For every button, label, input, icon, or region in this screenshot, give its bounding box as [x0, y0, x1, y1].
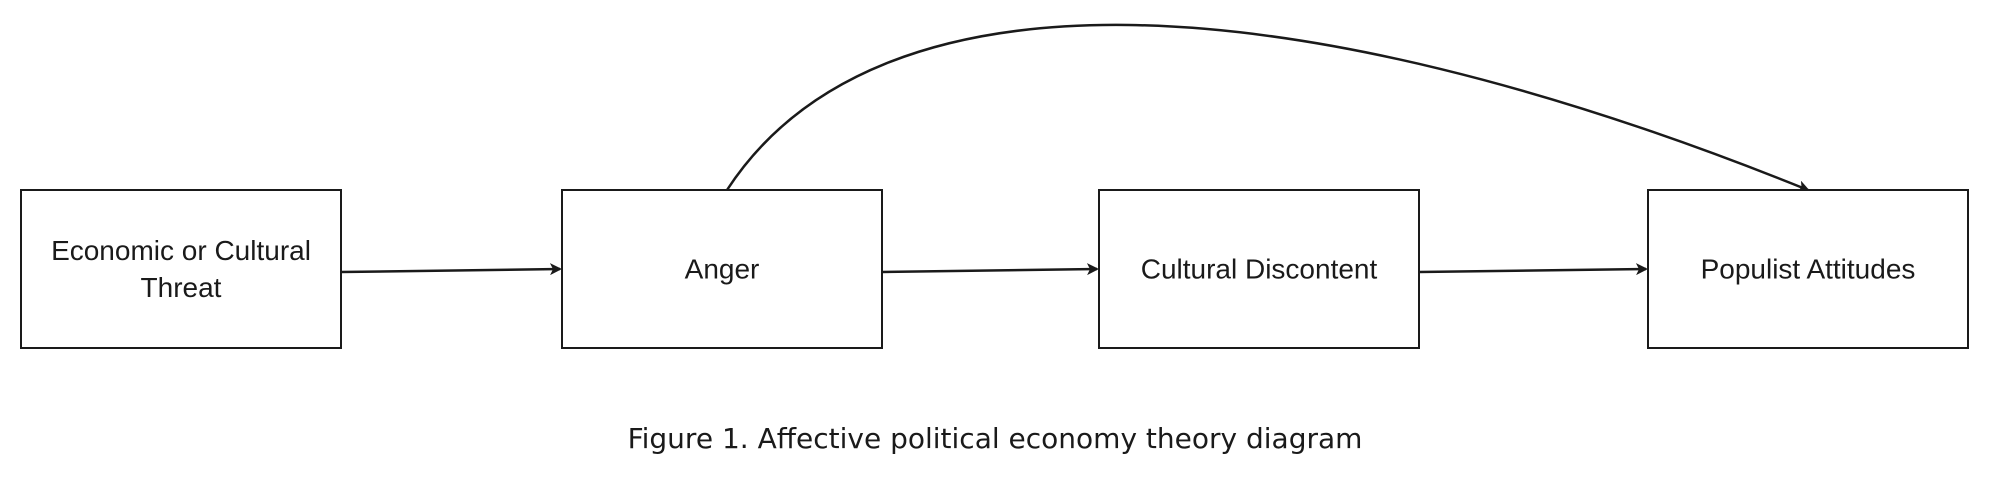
arrow-threat-to-anger: [340, 263, 562, 276]
node-label-threat: Economic or Cultural: [51, 235, 311, 266]
arrow-anger-to-populism: [725, 23, 1810, 192]
node-box-populism: [1647, 189, 1969, 349]
node-box-discontent: [1098, 189, 1420, 349]
figure-caption: Figure 1. Affective political economy th…: [627, 422, 1363, 455]
node-label-anger: Anger: [685, 254, 760, 285]
node-discontent: Cultural Discontent: [1098, 189, 1420, 349]
node-label-threat: Threat: [141, 272, 222, 303]
arrow-anger-to-discontent: [881, 263, 1099, 276]
node-box-threat: [20, 189, 342, 349]
arrow-discontent-to-populism: [1418, 263, 1648, 276]
node-populism: Populist Attitudes: [1647, 189, 1969, 349]
node-box-anger: [561, 189, 883, 349]
node-label-populism: Populist Attitudes: [1701, 254, 1916, 285]
node-label-discontent: Cultural Discontent: [1141, 254, 1378, 285]
node-anger: Anger: [561, 189, 883, 349]
